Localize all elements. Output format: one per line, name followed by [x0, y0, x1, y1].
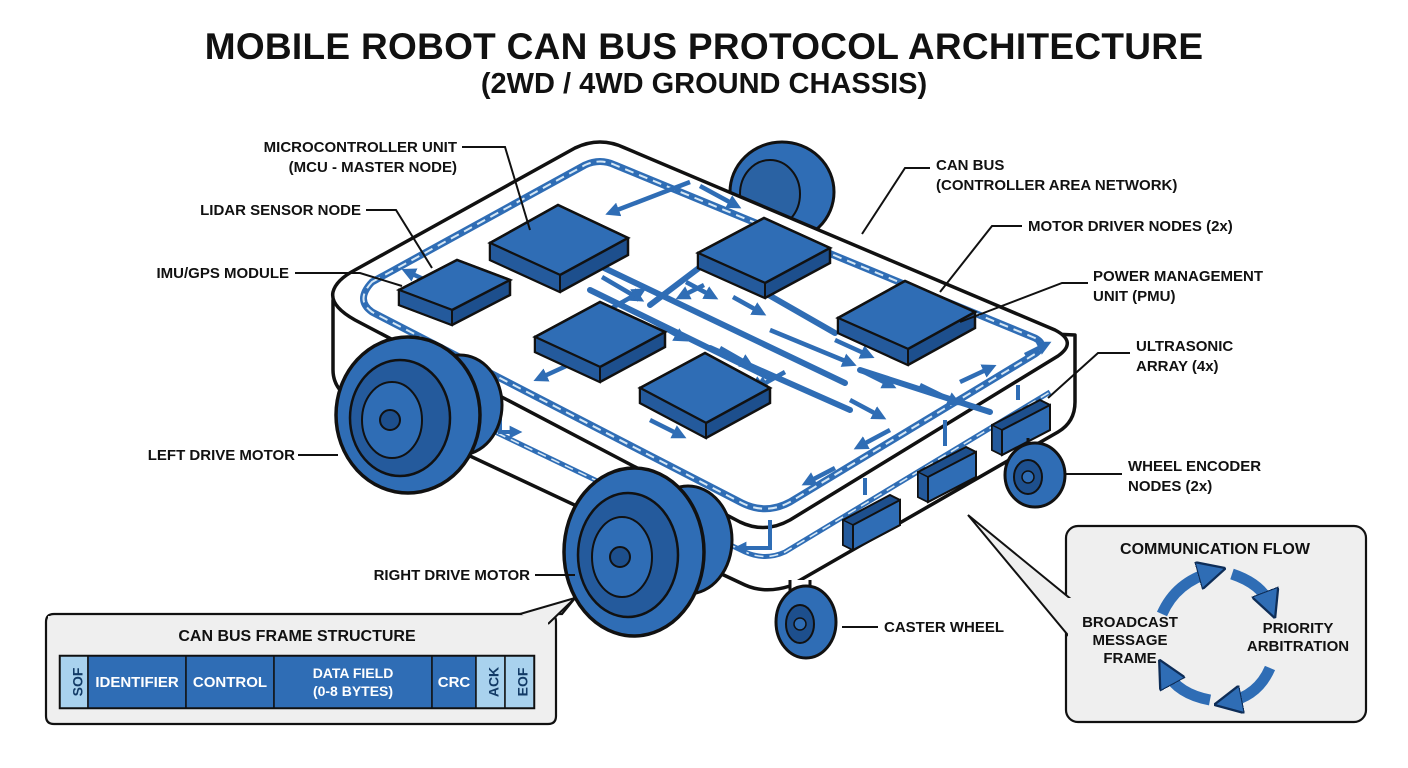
- flow-cycle-arrows: [1156, 572, 1270, 702]
- frame-data-text-line2: (0-8 BYTES): [313, 683, 393, 699]
- flow-right-line1: PRIORITY: [1263, 620, 1334, 637]
- frame-seg-crc: [431, 655, 477, 709]
- motor-driver-node-1: [695, 216, 833, 300]
- frame-seg-data: [273, 655, 433, 709]
- caster-label: CASTER WHEEL: [884, 619, 1004, 636]
- lidar-label: LIDAR SENSOR NODE: [200, 202, 361, 219]
- flow-left-line1: BROADCAST: [1082, 614, 1178, 631]
- ultrasonic-label-line1: ULTRASONIC: [1136, 338, 1233, 355]
- flow-left-line3: FRAME: [1103, 650, 1156, 667]
- motor-driver-label: MOTOR DRIVER NODES (2x): [1028, 218, 1233, 235]
- frame-sof-text: SOF: [70, 667, 86, 696]
- right-motor-label: RIGHT DRIVE MOTOR: [374, 567, 531, 584]
- page-subtitle: (2WD / 4WD GROUND CHASSIS): [480, 68, 928, 100]
- encoder-label-line2: NODES (2x): [1128, 478, 1212, 495]
- caster-wheel: [774, 580, 838, 660]
- imu-gps-node: [395, 258, 514, 327]
- pmu-label-line1: POWER MANAGEMENT: [1093, 268, 1263, 285]
- mcu-label-line2: (MCU - MASTER NODE): [289, 159, 457, 176]
- frame-seg-eof: [504, 655, 535, 709]
- left-drive-wheel: [334, 335, 504, 495]
- mcu-master-node: [487, 203, 631, 294]
- lidar-node: [532, 300, 668, 384]
- frame-control-text: CONTROL: [193, 674, 267, 691]
- left-motor-label: LEFT DRIVE MOTOR: [148, 447, 295, 464]
- frame-identifier-text: IDENTIFIER: [95, 674, 179, 691]
- page-title: MOBILE ROBOT CAN BUS PROTOCOL ARCHITECTU…: [204, 26, 1204, 67]
- imu-label: IMU/GPS MODULE: [156, 265, 289, 282]
- frame-eof-text: EOF: [515, 667, 531, 696]
- ultrasonic-label-line2: ARRAY (4x): [1136, 358, 1219, 375]
- flow-title: COMMUNICATION FLOW: [1120, 541, 1311, 558]
- back-caster-wheel: [1003, 438, 1067, 509]
- encoder-label-line1: WHEEL ENCODER: [1128, 458, 1261, 475]
- frame-crc-text: CRC: [438, 674, 471, 691]
- ultrasonic-sensor-2: [917, 445, 977, 504]
- canbus-label-line2: (CONTROLLER AREA NETWORK): [936, 177, 1177, 194]
- frame-title: CAN BUS FRAME STRUCTURE: [178, 628, 416, 645]
- right-drive-wheel: [562, 466, 734, 638]
- mcu-label-line1: MICROCONTROLLER UNIT: [264, 139, 457, 156]
- flow-right-line2: ARBITRATION: [1247, 638, 1349, 655]
- motor-driver-node-2: [637, 351, 773, 440]
- leader-lines: [295, 146, 1130, 628]
- frame-segments: [58, 654, 536, 710]
- ultrasonic-sensor-1: [991, 398, 1051, 457]
- comm-flow-panel: [967, 514, 1368, 724]
- frame-seg-identifier: [87, 655, 187, 709]
- canbus-label-line1: CAN BUS: [936, 157, 1004, 174]
- pmu-node: [835, 279, 978, 367]
- ultrasonic-sensor-3: [842, 493, 901, 552]
- pmu-label-line2: UNIT (PMU): [1093, 288, 1176, 305]
- frame-data-text-line1: DATA FIELD: [313, 665, 394, 681]
- flow-left-line2: MESSAGE: [1092, 632, 1167, 649]
- frame-ack-text: ACK: [486, 667, 502, 697]
